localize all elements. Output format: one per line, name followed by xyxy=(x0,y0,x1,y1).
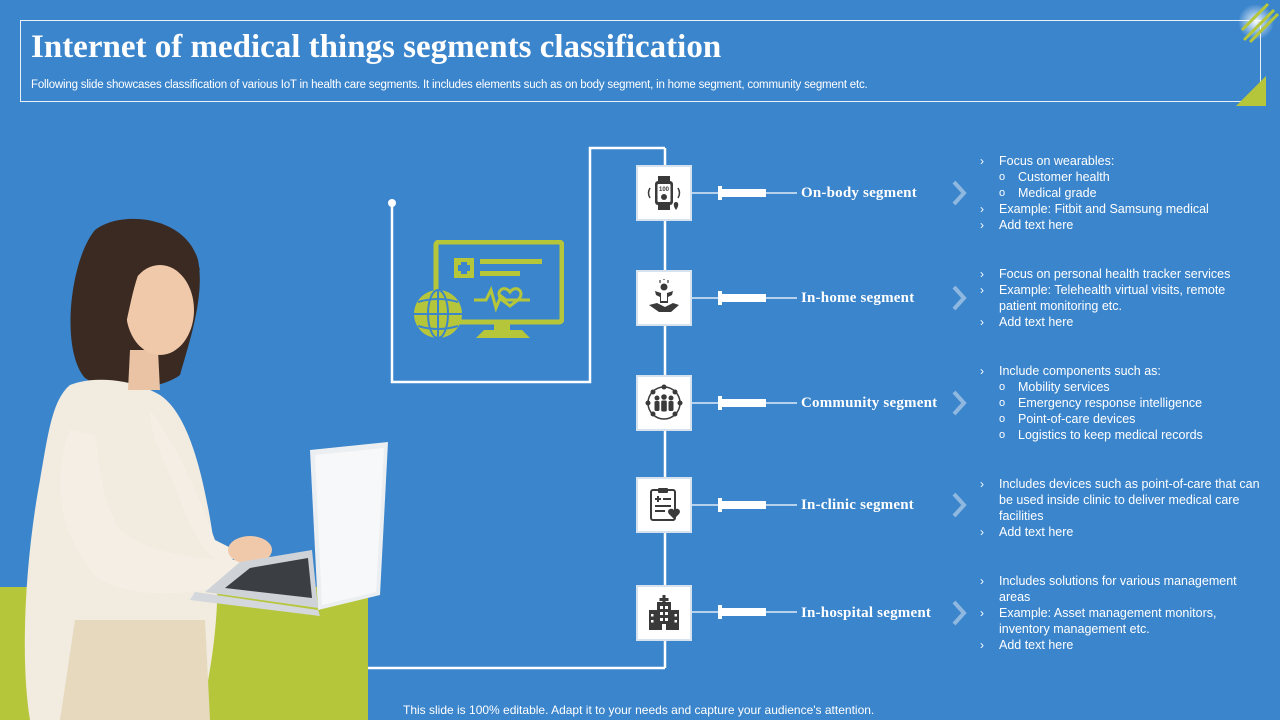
in-home-description: ›Focus on personal health tracker servic… xyxy=(980,266,1265,330)
monitor-health-globe-icon xyxy=(414,240,564,339)
in-home-icon-box xyxy=(638,272,690,324)
in-home-segment-label: In-home segment xyxy=(801,290,915,306)
list-item: ›Example: Fitbit and Samsung medical xyxy=(980,202,1209,216)
woman-with-laptop-image xyxy=(24,218,388,720)
title-box: Internet of medical things segments clas… xyxy=(20,20,1261,102)
hospital-building-icon xyxy=(649,595,679,630)
chevron-right-icon xyxy=(952,492,967,518)
list-item: ›Include components such as: xyxy=(980,364,1161,378)
community-segment-label: Community segment xyxy=(801,395,938,411)
on-body-icon-box: 100 xyxy=(638,167,690,219)
list-item: ›Focus on wearables: xyxy=(980,154,1115,168)
chevron-right-icon xyxy=(952,180,967,206)
in-clinic-segment-label: In-clinic segment xyxy=(801,497,914,513)
in-hospital-segment-label: In-hospital segment xyxy=(801,605,932,621)
in-hospital-icon-box xyxy=(638,587,690,639)
in-clinic-icon-box xyxy=(638,479,690,531)
community-icon-box xyxy=(638,377,690,429)
on-body-segment-label: On-body segment xyxy=(801,185,917,201)
hand-care-icon xyxy=(649,279,679,312)
list-item: ›Example: Asset management monitors, inv… xyxy=(980,606,1217,636)
footer-note: This slide is 100% editable. Adapt it to… xyxy=(403,703,875,717)
svg-text:100: 100 xyxy=(659,187,670,193)
chevron-right-icon xyxy=(952,285,967,311)
list-item: ›Focus on personal health tracker servic… xyxy=(980,267,1231,281)
corner-decoration xyxy=(1236,2,1280,106)
list-item: ›Includes solutions for various manageme… xyxy=(980,574,1237,604)
list-item: ›Add text here xyxy=(980,218,1074,232)
list-item: ›Example: Telehealth virtual visits, rem… xyxy=(980,283,1226,313)
clipboard-heart-icon xyxy=(650,488,680,521)
page-subtitle: Following slide showcases classification… xyxy=(31,79,868,91)
in-hospital-description: ›Includes solutions for various manageme… xyxy=(980,573,1265,653)
in-clinic-description: ›Includes devices such as point-of-care … xyxy=(980,476,1265,540)
smartwatch-icon: 100 xyxy=(647,176,681,210)
page-title: Internet of medical things segments clas… xyxy=(31,29,722,65)
community-network-icon xyxy=(645,384,683,420)
list-item: ›Add text here xyxy=(980,315,1074,329)
chevron-right-icon xyxy=(952,600,967,626)
list-item: ›Add text here xyxy=(980,638,1074,652)
chevron-right-icon xyxy=(952,390,967,416)
list-item: ›Add text here xyxy=(980,525,1074,539)
list-item: ›Includes devices such as point-of-care … xyxy=(980,477,1260,523)
